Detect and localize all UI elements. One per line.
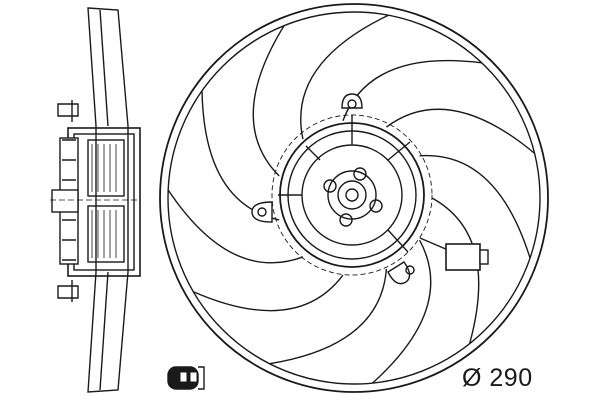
- fan-blade: [419, 154, 531, 259]
- fan-blade: [385, 108, 536, 154]
- diameter-label: Ø 290: [462, 364, 533, 392]
- fan-blade: [372, 239, 432, 384]
- connector: [445, 243, 481, 271]
- fan-front-view: [159, 3, 549, 393]
- fan-blade: [201, 90, 280, 221]
- fan-blade: [269, 268, 388, 365]
- inner-ring: [167, 11, 541, 385]
- fan-blade: [167, 189, 304, 264]
- fan-blade: [252, 25, 285, 177]
- fan-blade: [300, 14, 389, 140]
- outer-ring: [159, 3, 549, 393]
- fan-blade: [193, 274, 344, 312]
- connector-icon: [167, 366, 205, 390]
- fan-blade: [431, 197, 480, 344]
- fan-side-view: [50, 7, 141, 393]
